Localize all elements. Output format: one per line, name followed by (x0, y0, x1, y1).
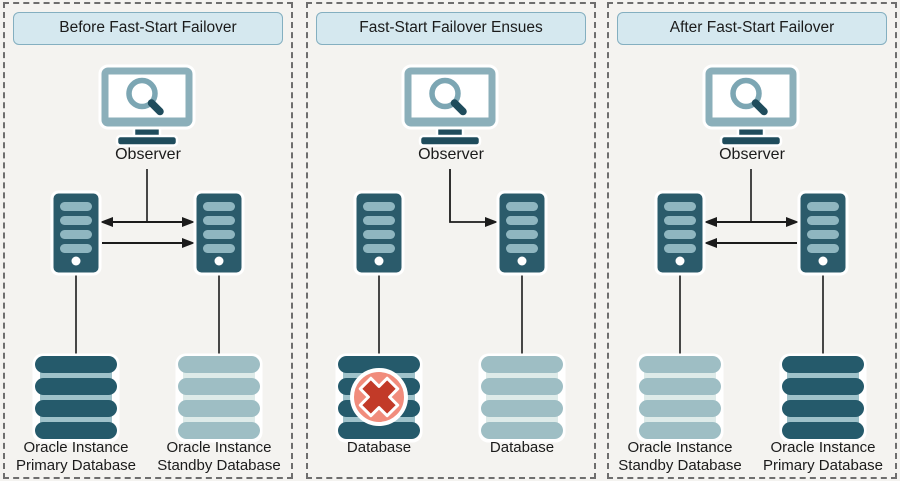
right-database-icon (175, 353, 263, 443)
label-line: Oracle Instance (770, 439, 876, 456)
left-database-label: Database (294, 439, 464, 457)
left-database-icon (32, 353, 120, 443)
observer-label: Observer (719, 146, 785, 163)
label-line: Database (489, 439, 555, 456)
label-line: Primary Database (762, 456, 884, 474)
panel-artwork (335, 4, 566, 443)
observer-monitor-icon (403, 66, 497, 146)
label-line: Oracle Instance (166, 439, 272, 456)
right-server-icon (496, 190, 548, 276)
arrowhead-right (182, 217, 195, 227)
label-line: Standby Database (618, 456, 742, 474)
arrowhead-left (704, 217, 717, 227)
observer-monitor-icon (704, 66, 798, 146)
label-line: Database (346, 439, 412, 456)
panel-failover-ensues: Fast-Start Failover Ensues Observer Data… (306, 2, 596, 479)
right-database-label: Database (437, 439, 607, 457)
panel-title: Before Fast-Start Failover (13, 12, 283, 45)
observer-failover-arrow-line (449, 169, 490, 223)
observer-monitor-icon (100, 66, 194, 146)
arrowhead-right (786, 217, 799, 227)
left-database-label: Oracle Instance Primary Database (0, 439, 161, 474)
arrowhead-right (182, 238, 195, 248)
panel-title: Fast-Start Failover Ensues (316, 12, 586, 45)
left-server-icon (353, 190, 405, 276)
panel-after-failover: After Fast-Start Failover Observer Oracl… (607, 2, 897, 479)
panel-before-failover: Before Fast-Start Failover Observer Orac… (3, 2, 293, 479)
left-server-icon (50, 190, 102, 276)
right-database-label: Oracle Instance Primary Database (738, 439, 900, 474)
right-database-icon (779, 353, 867, 443)
arrowhead-left (100, 217, 113, 227)
label-line: Oracle Instance (23, 439, 129, 456)
left-server-icon (654, 190, 706, 276)
observer-label: Observer (115, 146, 181, 163)
panel-artwork (636, 4, 867, 443)
left-database-label: Oracle Instance Standby Database (595, 439, 765, 474)
arrowhead-left (704, 238, 717, 248)
label-line: Standby Database (157, 456, 281, 474)
right-server-icon (797, 190, 849, 276)
panel-title: After Fast-Start Failover (617, 12, 887, 45)
right-database-icon (478, 353, 566, 443)
observer-label: Observer (418, 146, 484, 163)
left-database-icon (636, 353, 724, 443)
panel-artwork (32, 4, 263, 443)
label-line: Oracle Instance (627, 439, 733, 456)
label-line: Primary Database (15, 456, 137, 474)
arrowhead-right (485, 217, 498, 227)
right-database-label: Oracle Instance Standby Database (134, 439, 304, 474)
right-server-icon (193, 190, 245, 276)
database-failure-icon (350, 368, 408, 426)
